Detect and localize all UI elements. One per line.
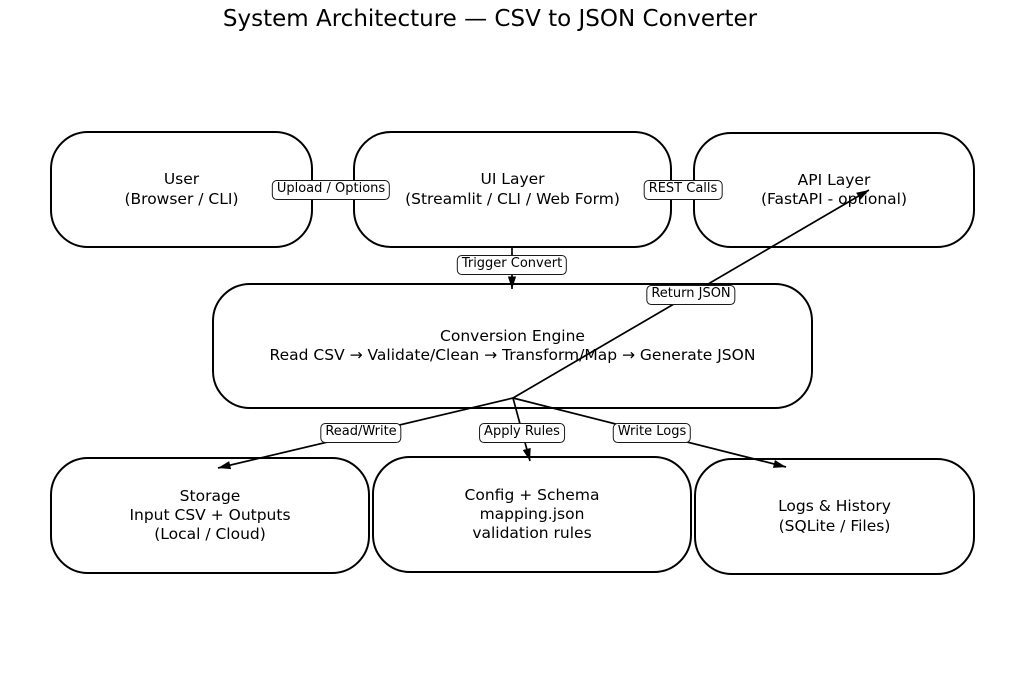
edge-label-trigger-convert: Trigger Convert <box>456 255 568 275</box>
node-logs: Logs & History (SQLite / Files) <box>694 458 975 575</box>
diagram-title: System Architecture — CSV to JSON Conver… <box>222 6 758 32</box>
edge-label-rest-calls: REST Calls <box>643 180 723 200</box>
edge-label-apply-rules: Apply Rules <box>479 423 565 443</box>
node-logs-line2: (SQLite / Files) <box>778 516 891 535</box>
node-storage: Storage Input CSV + Outputs (Local / Clo… <box>50 457 370 574</box>
node-user-line1: User <box>163 170 200 189</box>
edge-label-return-json: Return JSON <box>646 285 736 305</box>
node-logs-line1: Logs & History <box>778 497 891 516</box>
edge-label-write-logs: Write Logs <box>612 423 692 443</box>
node-user-line2: (Browser / CLI) <box>124 189 239 208</box>
node-config-line3: validation rules <box>472 524 592 543</box>
node-ui-layer-line2: (Streamlit / CLI / Web Form) <box>405 189 620 208</box>
node-conversion-engine-line2: Read CSV → Validate/Clean → Transform/Ma… <box>269 346 756 364</box>
node-config-line2: mapping.json <box>479 504 585 523</box>
node-storage-line2: Input CSV + Outputs <box>129 505 291 524</box>
edge-label-read-write: Read/Write <box>320 423 402 443</box>
node-api-layer-line2: (FastAPI - optional) <box>760 190 908 208</box>
node-api-layer-line1: API Layer <box>797 170 871 189</box>
node-user: User (Browser / CLI) <box>50 131 313 248</box>
node-storage-line1: Storage <box>179 486 241 505</box>
node-config-line1: Config + Schema <box>464 485 600 504</box>
node-api-layer: API Layer (FastAPI - optional) <box>693 132 975 248</box>
edge-label-upload-options: Upload / Options <box>271 180 391 200</box>
node-ui-layer: UI Layer (Streamlit / CLI / Web Form) <box>353 131 672 248</box>
node-config: Config + Schema mapping.json validation … <box>372 456 692 573</box>
node-ui-layer-line1: UI Layer <box>480 170 545 189</box>
node-storage-line3: (Local / Cloud) <box>154 525 266 544</box>
node-conversion-engine-line1: Conversion Engine <box>440 326 585 345</box>
